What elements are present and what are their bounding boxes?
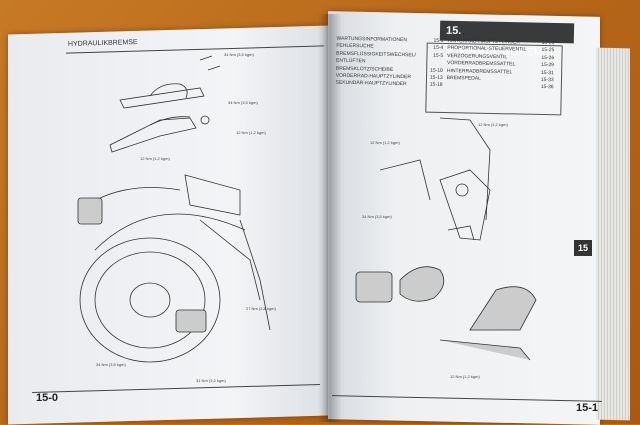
torque-label: 34 Nm (3,5 kgm) <box>362 214 392 219</box>
torque-label: 12 Nm (1,2 kgm) <box>236 130 266 135</box>
rear-master-cylinder-drawing <box>380 118 490 240</box>
front-wheel-drawing <box>80 175 270 362</box>
front-caliper-drawing <box>78 198 206 332</box>
torque-label: 34 Nm (3,5 kgm) <box>96 362 126 367</box>
torque-label: 12 Nm (1,2 kgm) <box>450 374 480 379</box>
front-master-cylinder-drawing <box>110 56 220 152</box>
torque-label: 12 Nm (1,2 kgm) <box>370 140 400 145</box>
torque-label: 34 Nm (3,5 kgm) <box>224 52 254 57</box>
torque-label: 12 Nm (1,2 kgm) <box>140 156 170 161</box>
rear-caliper-drawing <box>356 267 536 360</box>
torque-label: 27 Nm (2,8 kgm) <box>246 306 276 311</box>
torque-label: 12 Nm (1,2 kgm) <box>478 122 508 127</box>
torque-label: 31 Nm (3,2 kgm) <box>196 378 226 383</box>
torque-label: 34 Nm (3,5 kgm) <box>228 100 258 105</box>
